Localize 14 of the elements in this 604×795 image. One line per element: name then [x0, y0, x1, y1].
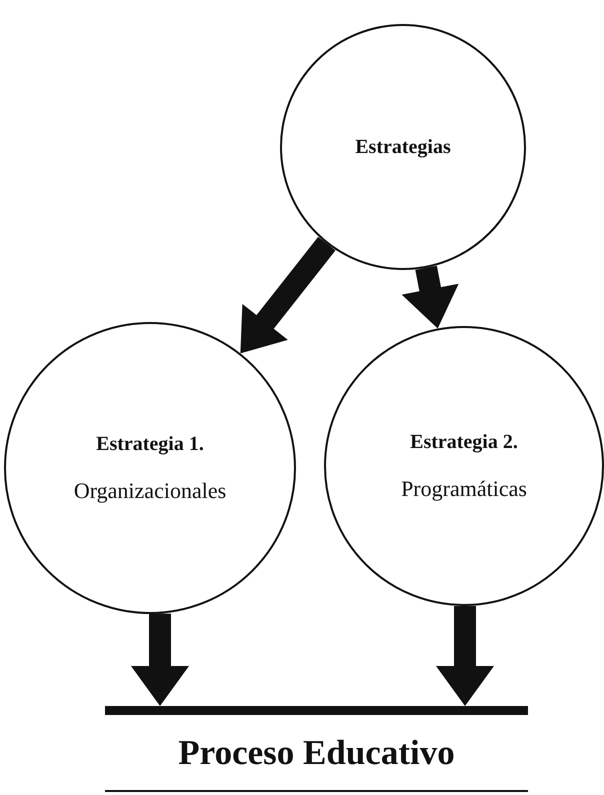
underlined-heading — [105, 706, 528, 792]
node-heading: Estrategia 1. — [96, 432, 204, 456]
node-heading: Estrategia 2. — [410, 430, 518, 454]
circle-node — [4, 322, 296, 614]
node-text: Programáticas — [401, 476, 527, 502]
circle-node — [324, 326, 604, 606]
block-arrow — [131, 614, 189, 706]
block-arrow — [402, 266, 459, 328]
block-arrow — [240, 236, 336, 354]
circle-node — [280, 24, 526, 270]
node-heading: Estrategias — [355, 136, 451, 158]
heading-text: Proceso Educativo — [178, 732, 455, 772]
node-text: Organizacionales — [74, 478, 226, 504]
block-arrow — [436, 606, 494, 706]
